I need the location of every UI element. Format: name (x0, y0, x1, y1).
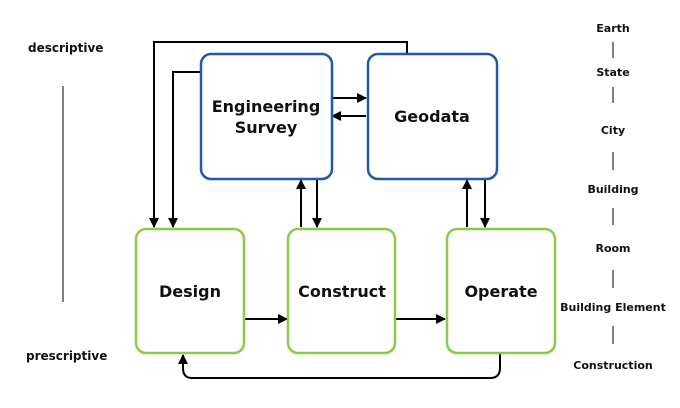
engineering-survey-label-line1: Engineering (212, 97, 321, 116)
scale-item-state: State (596, 66, 629, 79)
engineering-survey-label-line2: Survey (235, 118, 298, 137)
scale-item-building: Building (587, 183, 638, 196)
geodata-label: Geodata (394, 107, 470, 126)
arrow-geodata-to-design (149, 41, 408, 228)
prescriptive-label: prescriptive (26, 349, 107, 363)
scale-item-building-element: Building Element (560, 301, 666, 314)
descriptive-label: descriptive (28, 41, 103, 55)
design-box: Design (134, 227, 246, 355)
geodata-box: Geodata (366, 52, 499, 181)
scale-item-earth: Earth (596, 22, 629, 35)
construct-box: Construct (286, 227, 397, 355)
scale-item-construction: Construction (573, 359, 652, 372)
design-label: Design (159, 282, 221, 301)
scale-column: Earth State City Building Room Building … (560, 22, 666, 372)
arrow-operate-to-design (178, 353, 501, 379)
operate-label: Operate (464, 282, 537, 301)
arrow-survey-to-design (168, 71, 201, 228)
operate-box: Operate (445, 227, 557, 355)
scale-item-city: City (601, 124, 625, 137)
engineering-survey-box: Engineering Survey (199, 52, 334, 181)
construct-label: Construct (298, 282, 386, 301)
scale-item-room: Room (595, 242, 630, 255)
